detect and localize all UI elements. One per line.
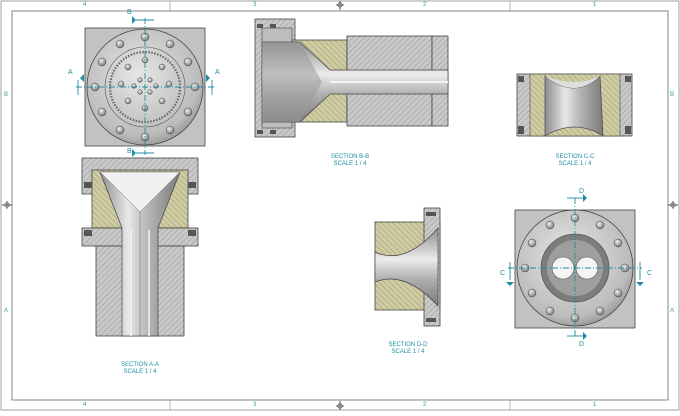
caption-scale: SCALE 1 / 4 [123,369,157,375]
view-section-dd [374,207,441,327]
caption-scale: SCALE 1 / 4 [558,161,592,167]
section-letter-c-right: C [647,270,653,277]
zone-bottom-4: 4 [83,402,87,408]
caption-title: SECTION B-B [330,154,370,160]
section-letter-b-top: B [127,9,132,16]
view-section-bb [254,18,449,138]
section-letter-c-left: C [500,270,506,277]
view-section-cc [516,73,633,137]
caption-section-cc: SECTION C-C SCALE 1 / 4 [530,154,620,168]
view-section-aa [81,157,199,337]
caption-scale: SCALE 1 / 4 [391,349,425,355]
caption-scale: SCALE 1 / 4 [333,161,367,167]
zone-left-b: B [4,92,9,98]
zone-top-4: 4 [83,2,87,8]
caption-title: SECTION C-C [555,154,595,160]
caption-title: SECTION D-D [388,342,428,348]
caption-section-aa: SECTION A-A SCALE 1 / 4 [95,362,185,376]
zone-left-a: A [4,308,9,314]
zone-top-2: 2 [423,2,427,8]
view-end-twin-bore [506,194,644,340]
caption-section-bb: SECTION B-B SCALE 1 / 4 [305,154,395,168]
zone-bottom-2: 2 [423,402,427,408]
zone-bottom-1: 1 [593,402,597,408]
view-end-flange [76,16,214,157]
zone-bottom-3: 3 [253,402,257,408]
section-letter-a-left: A [68,69,73,76]
section-letter-d-top: D [579,188,585,195]
section-letter-a-right: A [215,69,220,76]
caption-section-dd: SECTION D-D SCALE 1 / 4 [363,342,453,356]
zone-top-1: 1 [593,2,597,8]
section-letter-b-bottom: B [127,148,132,155]
zone-right-a: A [670,308,675,314]
section-letter-d-bottom: D [579,341,585,348]
centering-marks [2,1,678,410]
zone-top-3: 3 [253,2,257,8]
caption-title: SECTION A-A [120,362,159,368]
zone-right-b: B [670,92,675,98]
